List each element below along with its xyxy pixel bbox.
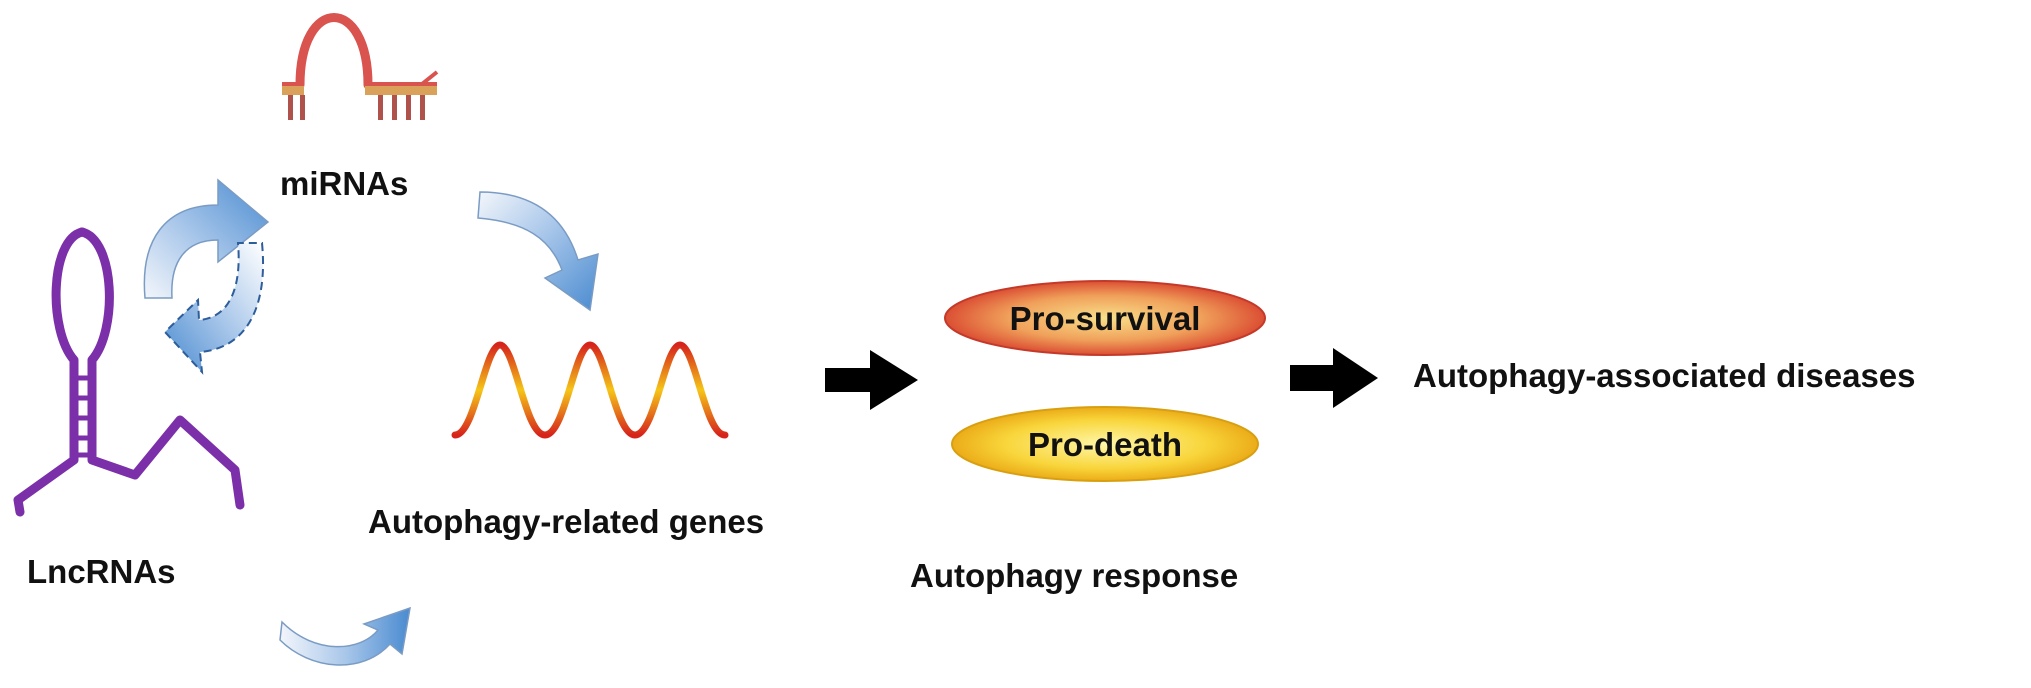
pro-death-pill: Pro-death bbox=[951, 406, 1259, 482]
mirnas-label: miRNAs bbox=[280, 165, 409, 202]
response-label: Autophagy response bbox=[910, 557, 1239, 594]
gene-wave-icon bbox=[451, 341, 729, 439]
lncrna-to-mirna-arrow-icon bbox=[143, 178, 270, 299]
mirna-to-lncrna-dashed-arrow-icon bbox=[163, 242, 264, 375]
lncrna-stemloop-icon bbox=[13, 227, 245, 517]
diseases-label: Autophagy-associated diseases bbox=[1413, 357, 1916, 394]
mirna-to-genes-arrow-icon bbox=[477, 191, 599, 312]
pro-survival-pill: Pro-survival bbox=[944, 280, 1266, 356]
response-to-diseases-arrow-icon bbox=[1290, 348, 1378, 408]
genes-label: Autophagy-related genes bbox=[368, 503, 765, 540]
pro-survival-label: Pro-survival bbox=[1010, 300, 1201, 337]
lncrnas-label: LncRNAs bbox=[27, 553, 176, 590]
lncrna-to-genes-arrow-icon bbox=[279, 606, 411, 666]
pro-death-label: Pro-death bbox=[1028, 426, 1182, 463]
mirna-hairpin-icon bbox=[282, 13, 439, 120]
genes-to-response-arrow-icon bbox=[825, 350, 918, 410]
